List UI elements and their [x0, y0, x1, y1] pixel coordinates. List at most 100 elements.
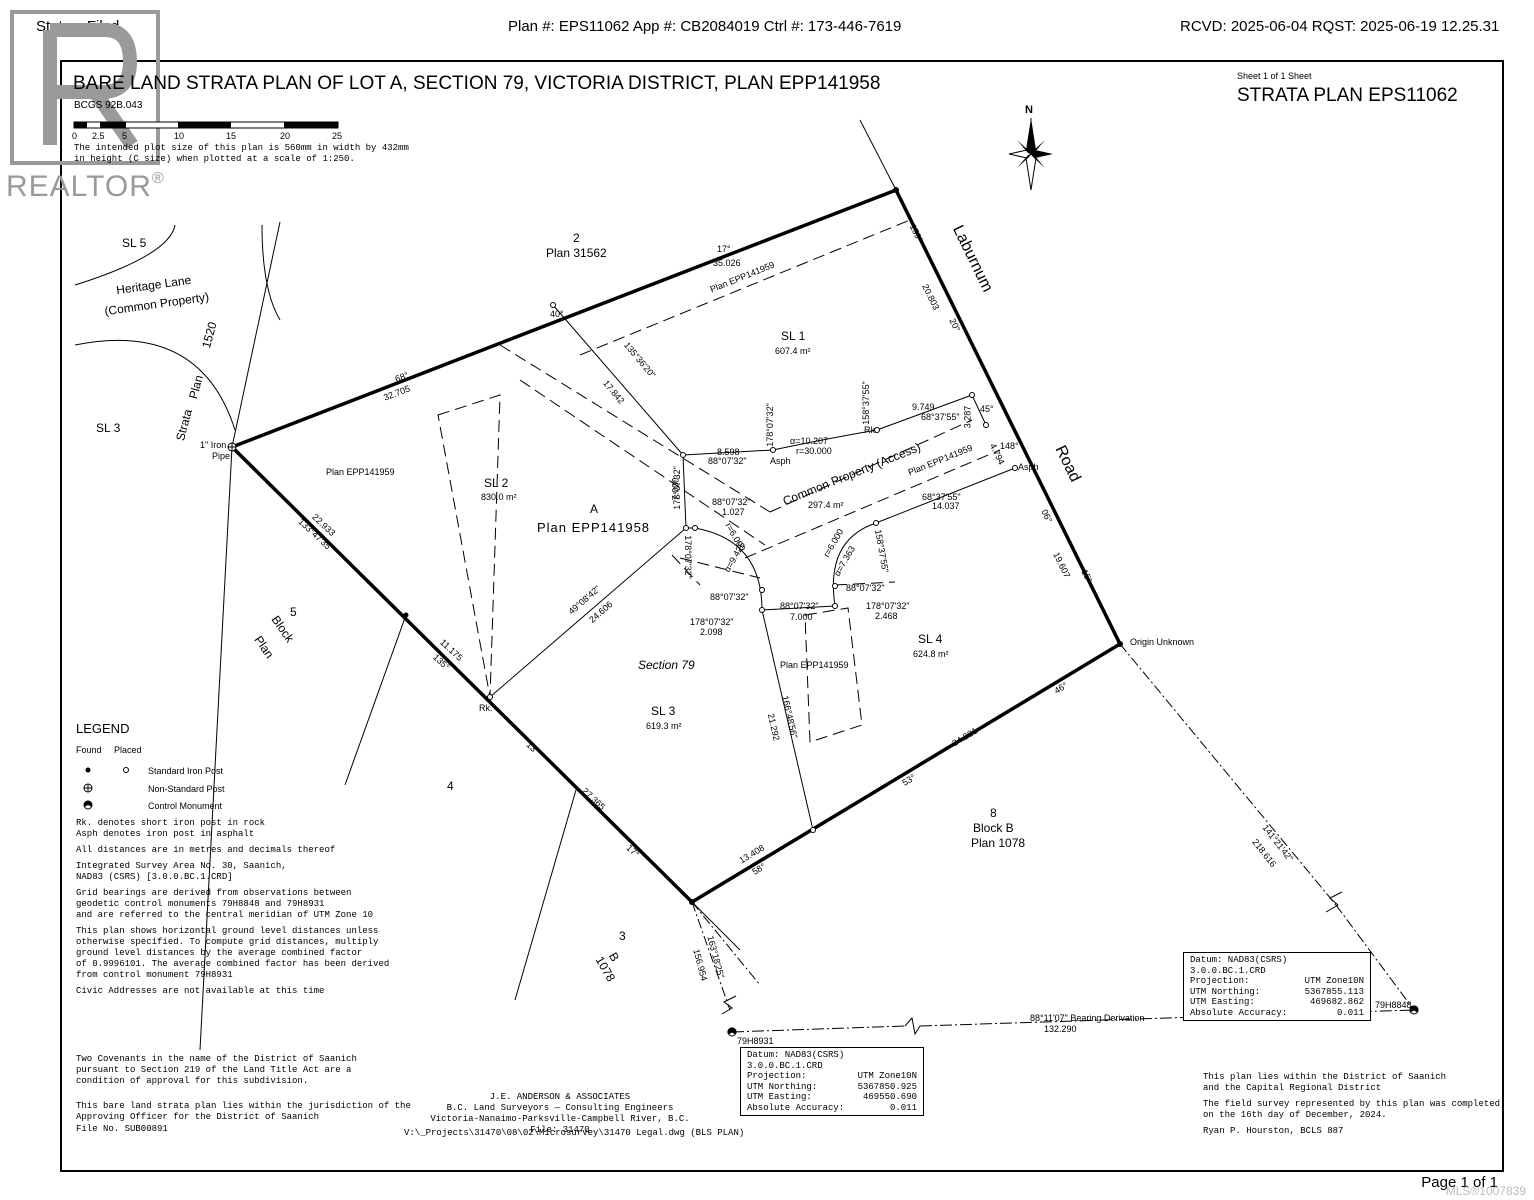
legend-note-line: and are referred to the central meridian…	[76, 910, 374, 920]
scale-tick-1: 2.5	[92, 131, 105, 141]
page-number: Page 1 of 1	[1421, 1174, 1498, 1191]
legend-note-line: geodetic control monuments 79H8848 and 7…	[76, 899, 325, 909]
plan-title: BARE LAND STRATA PLAN OF LOT A, SECTION …	[73, 73, 881, 94]
surveyor-signature: Ryan P. Hourston, BCLS 887	[1203, 1126, 1344, 1136]
district-note-line: This plan lies within the District of Sa…	[1203, 1072, 1447, 1082]
legend-note-line: Grid bearings are derived from observati…	[76, 888, 352, 898]
legend-note-line: Asph denotes iron post in asphalt	[76, 829, 255, 839]
datum-row: UTM Northing:5367850.925	[747, 1081, 917, 1092]
label-rk-left: Rk.	[479, 703, 493, 713]
legend-item-monument: Control Monument	[148, 801, 223, 811]
dim-88-c: 88°07'32"	[710, 592, 749, 602]
label-plan-epp141958: Plan EPP141958	[537, 520, 651, 535]
jurisdiction-note-line: Approving Officer for the District of Sa…	[76, 1112, 320, 1122]
scale-tick-4: 15	[226, 131, 237, 141]
label-lot4: 4	[447, 779, 454, 793]
dim-178-a: 178°07'32"	[764, 403, 775, 447]
datum-row: Absolute Accuracy:0.011	[1190, 1007, 1364, 1018]
scale-tick-5: 20	[280, 131, 291, 141]
label-plan-epp141959-left: Plan EPP141959	[326, 467, 395, 477]
dim-158-a: 158°37'55"	[860, 381, 871, 425]
file-number: File No. SUB00891	[76, 1124, 168, 1134]
dim-8598: 8.598	[717, 447, 740, 457]
label-sl3-area: 619.3 m²	[646, 721, 682, 731]
dim-3287: 3.287	[962, 405, 973, 429]
label-rk-top: Rk.	[864, 425, 878, 435]
scale-tick-2: 5	[122, 131, 128, 141]
dim-88-a: 88°07'32"	[708, 456, 747, 466]
label-sl3: SL 3	[651, 704, 676, 718]
lot-a-boundary	[228, 187, 1123, 905]
dim-17: 17°	[717, 244, 731, 254]
label-lot2: 2	[573, 231, 580, 245]
realtor-logo-icon	[10, 10, 160, 165]
dim-r30: r=30.000	[796, 446, 832, 456]
dim-7000-b: 7.000	[790, 612, 813, 622]
bcgs-label: BCGS 92B.043	[74, 100, 143, 111]
dim-9749: 9.749	[912, 402, 935, 412]
legend-note-line: All distances are in metres and decimals…	[76, 845, 336, 855]
label-plan1078: Plan 1078	[971, 836, 1026, 850]
scale-bar	[73, 121, 339, 129]
covenant-notes: Two Covenants in the name of the Distric…	[76, 1054, 357, 1087]
datum-row: UTM Northing:5367855.113	[1190, 986, 1364, 997]
dim-2098: 2.098	[700, 627, 723, 637]
field-note-line: on the 16th day of December, 2024.	[1203, 1110, 1387, 1120]
label-sl2-area: 830.0 m²	[481, 492, 517, 502]
dim-45: 45°	[980, 404, 994, 414]
datum-row: UTM Easting:469682.862	[1190, 997, 1364, 1007]
legend-note-line: This plan shows horizontal ground level …	[76, 926, 379, 936]
legend-note-line: ground level distances by the average co…	[76, 948, 363, 958]
surveyor-line: Victoria-Nanaimo-Parksville-Campbell Riv…	[430, 1114, 690, 1124]
legend-item-nonstandard: Non-Standard Post	[148, 784, 225, 794]
legend-note-line: NAD83 (CSRS) [3.0.0.BC.1.CRD]	[76, 872, 233, 882]
label-sl2: SL 2	[484, 476, 509, 490]
datum-row: UTM Easting:469550.690	[747, 1092, 917, 1102]
north-arrow-icon	[1008, 118, 1053, 191]
label-lot3: 3	[619, 929, 626, 943]
legend-note-line: Rk. denotes short iron post in rock	[76, 818, 266, 828]
dim-68-c: 68°37'55"	[922, 492, 961, 502]
jurisdiction-notes: This bare land strata plan lies within t…	[76, 1101, 411, 1123]
datum-row: Projection:UTM Zone10N	[747, 1071, 917, 1081]
label-section79: Section 79	[638, 658, 695, 672]
label-sl4: SL 4	[918, 632, 943, 646]
label-bearing-distance: 132.290	[1044, 1024, 1077, 1034]
label-sl1: SL 1	[781, 329, 806, 343]
label-asph-1: Asph	[770, 456, 791, 466]
label-sl4-area: 624.8 m²	[913, 649, 949, 659]
plan-sheet	[60, 60, 1504, 1172]
label-iron-pipe-2: Pipe	[212, 451, 231, 461]
dim-88-e: 88°07'32"	[780, 601, 819, 611]
surveyor-line: B.C. Land Surveyors — Consulting Enginee…	[446, 1103, 674, 1113]
dim-35026: 35.026	[713, 258, 741, 268]
covenant-note-line: pursuant to Section 219 of the Land Titl…	[76, 1065, 352, 1075]
district-note-line: and the Capital Regional District	[1203, 1083, 1382, 1093]
dim-88-b: 88°07'32"	[712, 497, 751, 507]
file-path: V:\_Projects\31470\08\02\Microsurvey\314…	[404, 1128, 745, 1138]
dim-40: 40°	[550, 309, 564, 319]
label-origin-unknown: Origin Unknown	[1130, 637, 1195, 647]
label-iron-pipe-1: 1" Iron	[200, 440, 227, 450]
district-notes: This plan lies within the District of Sa…	[1203, 1072, 1446, 1094]
dim-7000-a: 7.000	[670, 477, 681, 501]
legend-note-line: otherwise specified. To compute grid dis…	[76, 937, 379, 947]
sheet-count: Sheet 1 of 1 Sheet	[1237, 71, 1312, 81]
surveyor-line: J.E. ANDERSON & ASSOCIATES	[489, 1092, 631, 1102]
label-sl5: SL 5	[122, 236, 147, 250]
dim-2468: 2.468	[875, 611, 898, 621]
datum-row: Projection:UTM Zone10N	[1190, 976, 1364, 986]
label-asph-2: Asph	[1018, 462, 1039, 472]
legend-note-line: Integrated Survey Area No. 30, Saanich,	[76, 861, 287, 871]
legend-note-line: from control monument 79H8931	[76, 970, 233, 980]
dim-68-b: 68°37'55"	[921, 412, 960, 422]
dim-arc-10207: α=10.207	[790, 436, 828, 446]
covenant-note-line: condition of approval for this subdivisi…	[76, 1076, 309, 1086]
label-bearing-derivation: 88°11'07" Bearing Derivation	[1030, 1013, 1145, 1023]
legend-symbols	[83, 767, 129, 810]
